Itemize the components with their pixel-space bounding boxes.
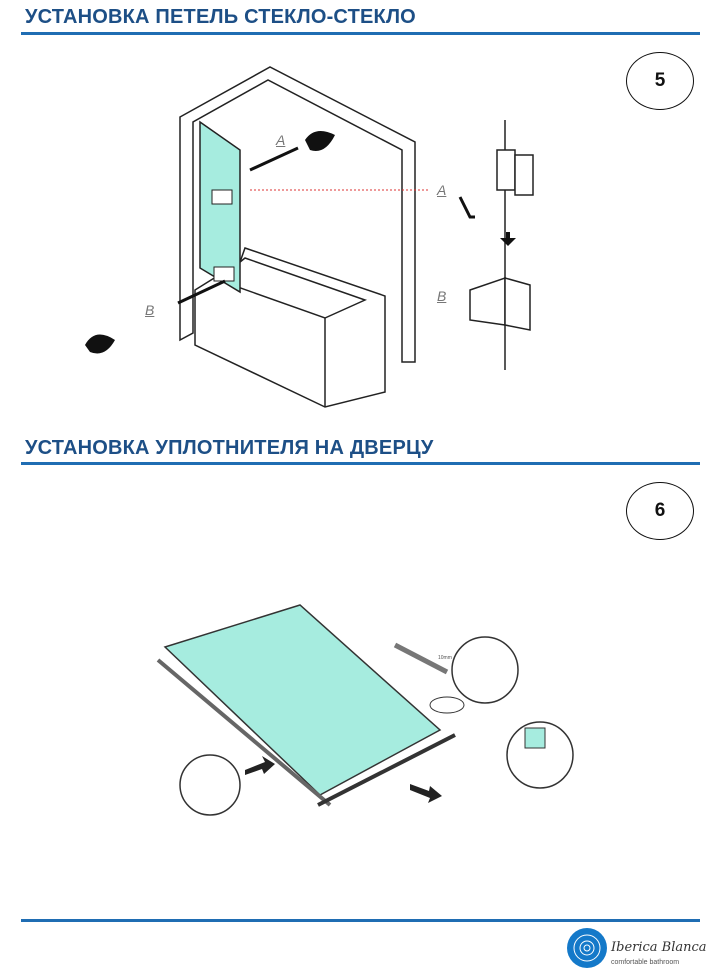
section-title-hinges: УСТАНОВКА ПЕТЕЛЬ СТЕКЛО-СТЕКЛО (25, 6, 416, 28)
divider (21, 32, 700, 35)
step-number-5: 5 (626, 52, 694, 110)
detail-label-a: A (437, 182, 447, 198)
logo-name: Iberica Blanca (611, 940, 707, 955)
section-title-seal: УСТАНОВКА УПЛОТНИТЕЛЯ НА ДВЕРЦУ (25, 437, 434, 459)
measure-label: 10mm (438, 655, 452, 661)
divider (21, 462, 700, 465)
footer-divider (21, 919, 700, 922)
view-label-b: B (145, 302, 155, 318)
step-number-6: 6 (626, 482, 694, 540)
view-label-a: A (276, 132, 286, 148)
logo-tagline: comfortable bathroom (611, 959, 680, 966)
detail-label-b: B (437, 288, 447, 304)
